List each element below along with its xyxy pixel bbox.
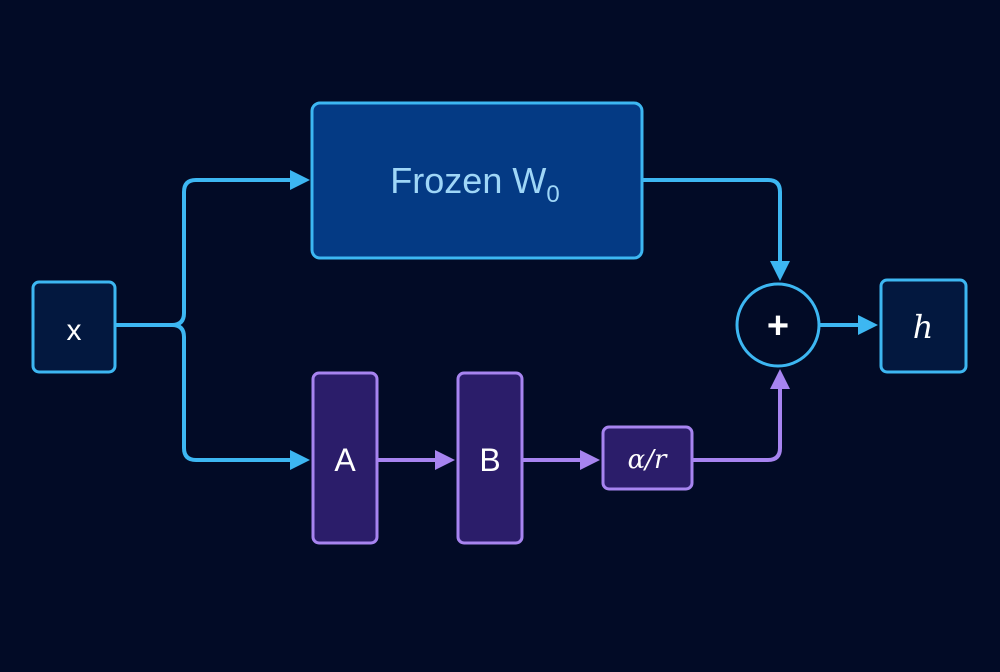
- connector-x-to-frozen: [115, 170, 310, 327]
- adapter-a-label: A: [334, 442, 356, 478]
- sum-node: +: [735, 282, 821, 368]
- input-node: x: [31, 280, 117, 374]
- frozen-weights-block: Frozen W0: [310, 101, 644, 260]
- output-node: h: [879, 278, 968, 374]
- frozen-label: Frozen W0: [390, 160, 559, 208]
- sum-symbol: +: [767, 305, 789, 347]
- adapter-b-block: B: [456, 371, 524, 545]
- adapter-a-block: A: [311, 371, 379, 545]
- frozen-subscript: 0: [546, 181, 559, 208]
- connector-frozen-to-sum: [642, 178, 790, 281]
- connector-x-to-adapter-a: [171, 323, 310, 470]
- input-label: x: [67, 314, 82, 347]
- scale-block: α/r: [601, 425, 694, 491]
- connector-scale-to-sum: [692, 369, 790, 462]
- adapter-b-label: B: [479, 442, 500, 478]
- output-label: h: [913, 308, 934, 346]
- scale-label: α/r: [628, 445, 668, 475]
